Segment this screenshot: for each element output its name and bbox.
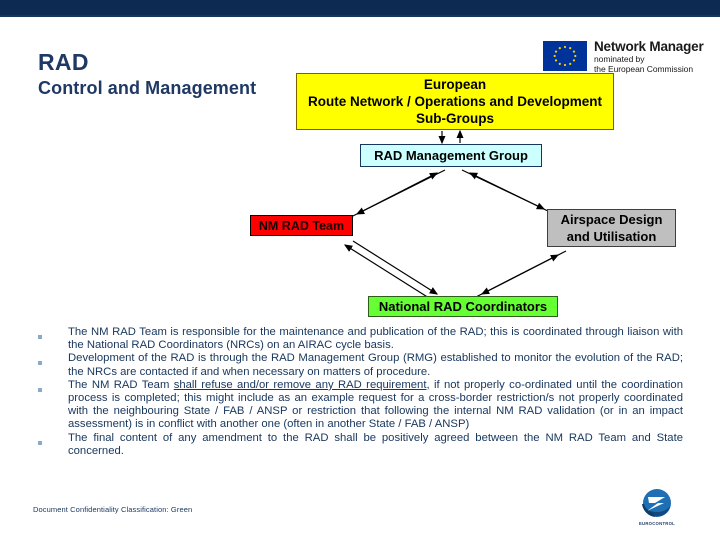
bullet-item: The NM RAD Team shall refuse and/or remo… — [38, 379, 683, 432]
rad-governance-diagram: European Route Network / Operations and … — [250, 73, 676, 317]
eu-flag-stars-icon — [543, 41, 587, 71]
bullet-item-text: Development of the RAD is through the RA… — [68, 352, 683, 378]
bullet-item: The final content of any amendment to th… — [38, 432, 683, 458]
footer-divider — [0, 468, 720, 469]
bullet-marker-icon — [38, 379, 68, 396]
top-navy-bar — [0, 0, 720, 15]
eurocontrol-wordmark: EUROCONTROL — [638, 521, 676, 526]
network-manager-subtitle-1: nominated by — [594, 54, 645, 65]
bullet-item-text: The final content of any amendment to th… — [68, 432, 683, 458]
bullet-marker-icon — [38, 352, 68, 369]
node-european-sub-groups[interactable]: European Route Network / Operations and … — [296, 73, 614, 130]
diagram-connectors — [343, 129, 567, 299]
node-national-rad-coordinators-label: National RAD Coordinators — [378, 299, 548, 314]
eu-flag-icon — [543, 41, 587, 71]
node-rad-management-group[interactable]: RAD Management Group — [360, 144, 542, 167]
eurocontrol-mark-icon — [638, 488, 676, 520]
bullet-text-segment: Development of the RAD is through the RA… — [68, 352, 683, 378]
bullet-marker-icon — [38, 326, 68, 343]
bullet-text-segment: The final content of any amendment to th… — [68, 431, 683, 457]
node-rad-management-group-label: RAD Management Group — [374, 148, 528, 163]
bullet-marker-icon — [38, 432, 68, 449]
bullet-text-segment: The NM RAD Team — [68, 378, 174, 391]
page-title-primary: RAD — [38, 49, 89, 75]
bullet-item-text: The NM RAD Team shall refuse and/or remo… — [68, 379, 683, 432]
node-airspace-design-and-utilisation[interactable]: Airspace Design and Utilisation — [547, 209, 676, 247]
network-manager-text: Network Manager nominated by the Europea… — [594, 39, 704, 75]
node-european-sub-groups-line2: Route Network / Operations and Developme… — [307, 94, 603, 109]
confidentiality-note: Document Confidentiality Classification:… — [33, 505, 193, 514]
eurocontrol-logo: EUROCONTROL — [634, 484, 680, 530]
node-airspace-design-line2: and Utilisation — [566, 229, 657, 244]
edge-nmrad-to-nrc — [352, 240, 439, 295]
eurocontrol-glyph-icon — [642, 489, 671, 517]
edge-nrc-to-nmrad — [343, 244, 430, 299]
edge-nrc-to-airspace — [473, 254, 560, 299]
body-bullet-list: The NM RAD Team is responsible for the m… — [38, 326, 683, 458]
page-title-secondary: Control and Management — [38, 78, 257, 98]
page-title: RAD Control and Management — [38, 50, 256, 99]
network-manager-title: Network Manager — [594, 39, 704, 54]
bullet-text-underlined: shall refuse and/or remove any RAD requi… — [173, 378, 430, 391]
node-nm-rad-team[interactable]: NM RAD Team — [250, 215, 353, 236]
node-nm-rad-team-label: NM RAD Team — [258, 218, 345, 233]
node-european-sub-groups-line3: Sub-Groups — [416, 111, 494, 126]
edge-nmrad-to-rmg — [348, 172, 439, 219]
bullet-item: The NM RAD Team is responsible for the m… — [38, 326, 683, 352]
node-airspace-design-line1: Airspace Design — [560, 212, 663, 227]
node-european-sub-groups-line1: European — [423, 77, 487, 92]
node-national-rad-coordinators[interactable]: National RAD Coordinators — [368, 296, 558, 317]
bullet-text-segment: if not properly co-ordinated until the c… — [68, 378, 683, 431]
bullet-text-segment: The NM RAD Team is responsible for the m… — [68, 326, 683, 352]
network-manager-subtitle-2: the European Commission — [594, 64, 694, 75]
bullet-item-text: The NM RAD Team is responsible for the m… — [68, 326, 683, 352]
edge-airspace-to-rmg — [468, 172, 553, 214]
top-bar-underline — [0, 15, 720, 17]
network-manager-logo: Network Manager nominated by the Europea… — [543, 39, 704, 75]
bullet-item: Development of the RAD is through the RA… — [38, 352, 683, 378]
